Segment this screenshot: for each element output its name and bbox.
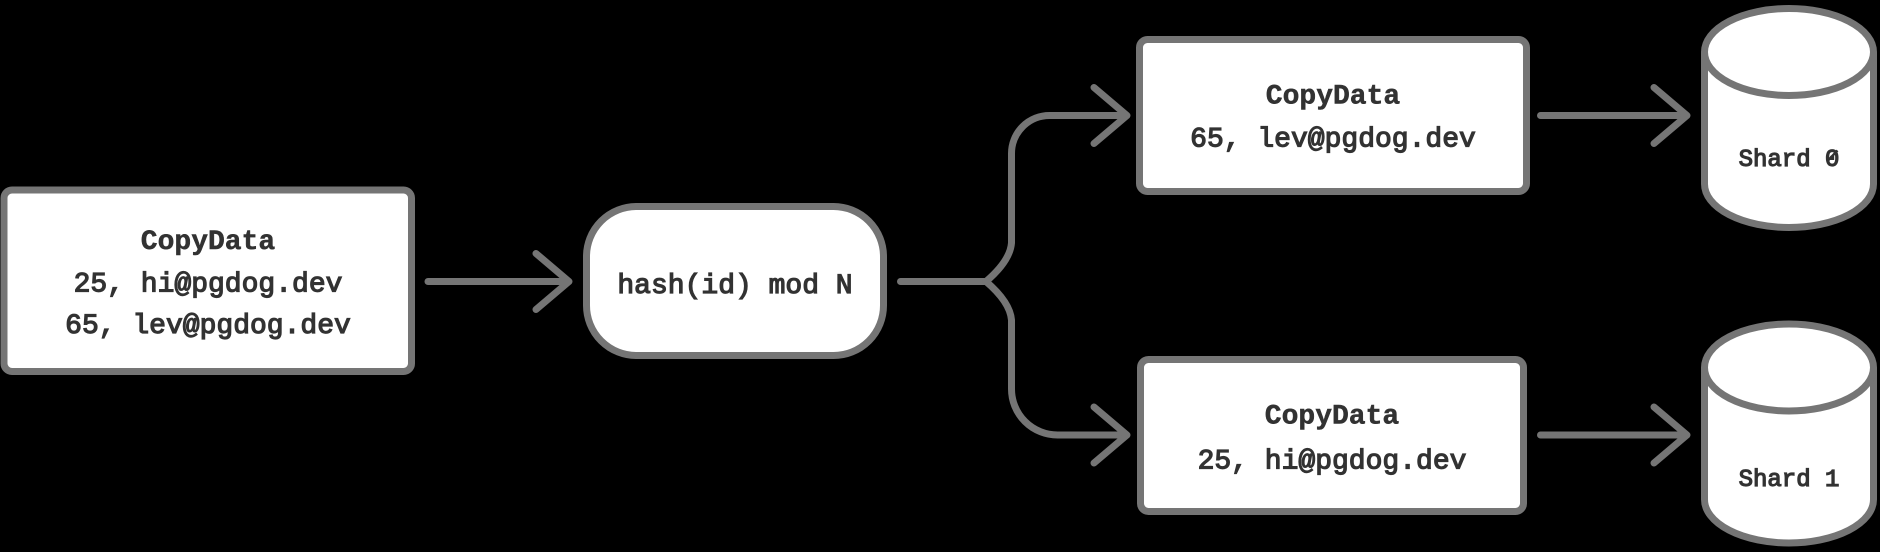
svg-text:25, hi@pgdog.dev: 25, hi@pgdog.dev — [1198, 447, 1467, 478]
svg-text:hash(id) mod N: hash(id) mod N — [617, 271, 852, 302]
svg-text:65, lev@pgdog.dev: 65, lev@pgdog.dev — [1190, 125, 1476, 156]
svg-text:Shard 0: Shard 0 — [1739, 147, 1840, 174]
svg-text:25, hi@pgdog.dev: 25, hi@pgdog.dev — [74, 270, 343, 301]
svg-text:CopyData: CopyData — [1266, 82, 1401, 113]
svg-text:65, lev@pgdog.dev: 65, lev@pgdog.dev — [65, 311, 351, 342]
svg-text:Shard 1: Shard 1 — [1739, 467, 1840, 494]
svg-text:CopyData: CopyData — [141, 227, 276, 258]
svg-text:CopyData: CopyData — [1265, 402, 1400, 433]
